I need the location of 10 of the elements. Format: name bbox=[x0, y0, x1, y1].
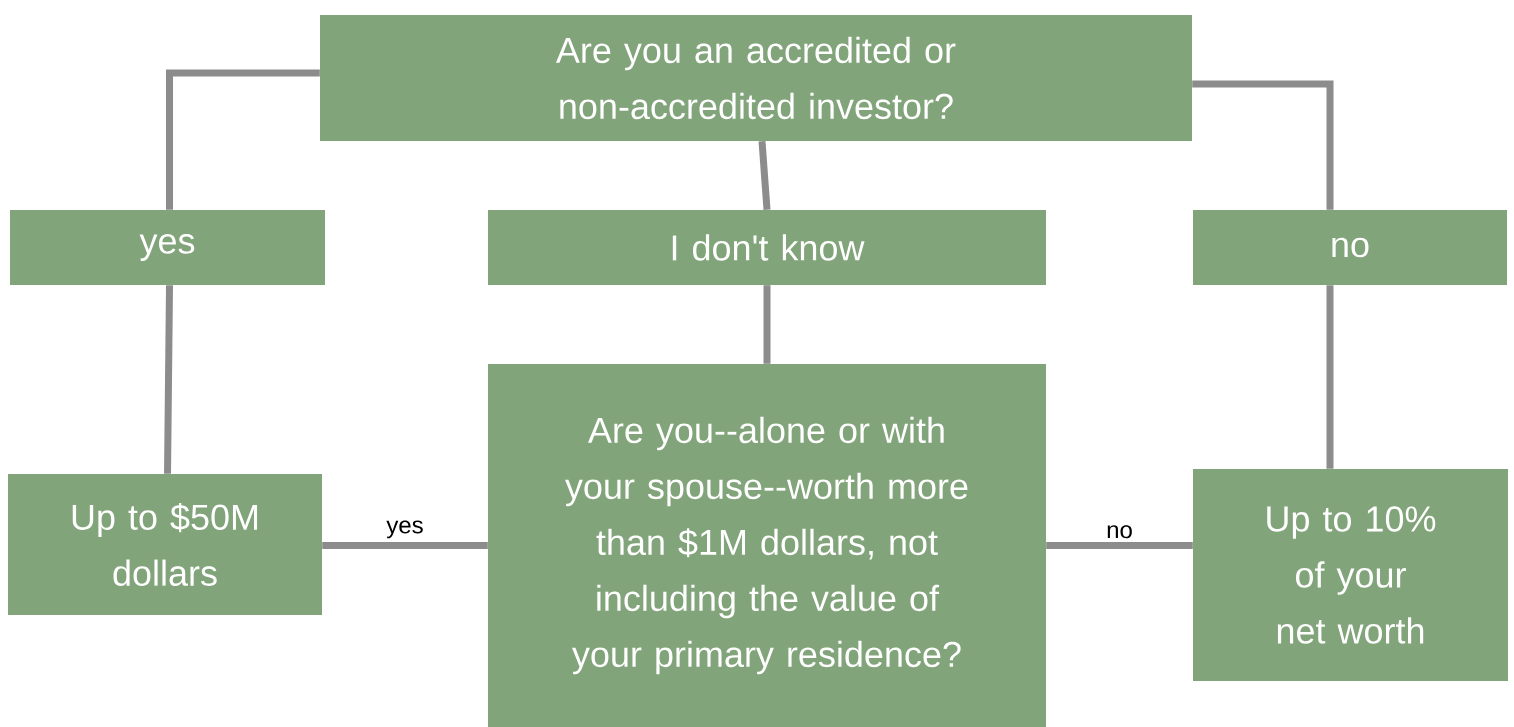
edge-label: no bbox=[1105, 524, 1134, 540]
question-box: Up to $50M dollars bbox=[8, 474, 322, 615]
question-box: Are you--alone or with your spouse--worth more than $1M dollars, not including the value of your primary residence? bbox=[488, 364, 1046, 727]
question-box: Up to 10% of your net worth bbox=[1193, 469, 1508, 681]
question-box: no bbox=[1193, 210, 1507, 285]
edge-label: yes bbox=[385, 519, 425, 540]
question-box: I don't know bbox=[488, 210, 1046, 285]
question-box: Are you an accredited or non-accredited investor? bbox=[320, 15, 1192, 141]
connector-line bbox=[758, 140, 771, 211]
question-box: yes bbox=[10, 210, 325, 285]
